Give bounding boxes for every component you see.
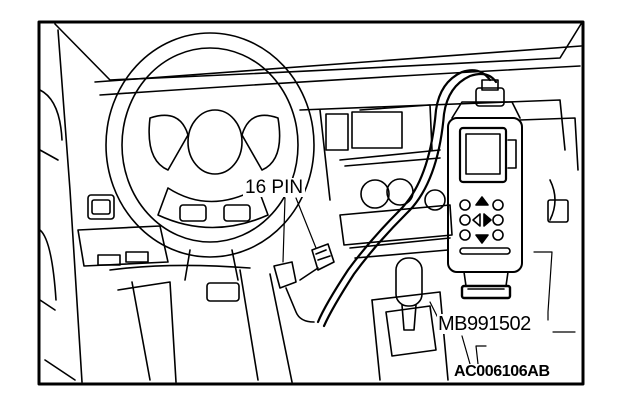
- scan-tool: [447, 79, 523, 300]
- leader-lines: [282, 197, 576, 365]
- connector-label: 16 PIN: [243, 177, 306, 198]
- figure-frame: [37, 20, 585, 386]
- data-link-connector: [273, 243, 335, 323]
- tool-cable: [316, 69, 498, 328]
- steering-wheel: [105, 32, 315, 281]
- left-panel: [77, 194, 293, 383]
- dashboard-outline: [39, 23, 582, 383]
- centre-console: [299, 99, 579, 259]
- gear-shifter: [371, 257, 449, 381]
- figure-code: AC006106AB: [453, 363, 551, 380]
- scan-tool-label: MB991502: [437, 313, 532, 335]
